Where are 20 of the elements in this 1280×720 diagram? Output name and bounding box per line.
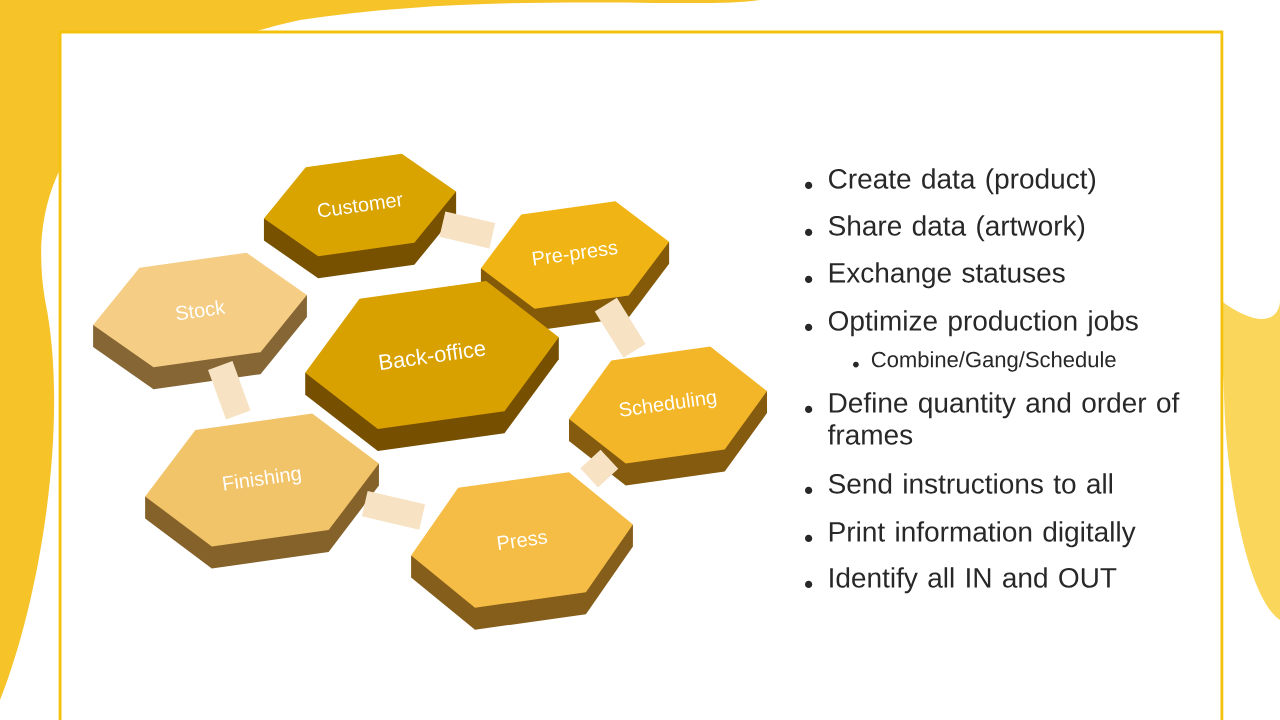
bullet-item: Define quantity and order of frames — [805, 392, 1180, 445]
connector-band — [580, 449, 619, 488]
bullet-item: Optimize production jobs — [805, 310, 1138, 337]
connector-band — [361, 491, 426, 530]
bullet-item: Send instructions to all — [805, 473, 1113, 494]
bullet-item: Exchange statuses — [805, 262, 1065, 289]
hexagon-tile: Scheduling — [569, 346, 767, 486]
hexagon-tile: Press — [411, 472, 633, 630]
connector-band — [594, 297, 646, 358]
hexagon-tile: Customer — [263, 153, 457, 279]
bullet-item: Combine/Gang/Schedule — [853, 351, 1116, 372]
bullet-item: Print information digitally — [805, 521, 1136, 548]
connector-band — [208, 361, 251, 420]
hexagon-tile: Pre-press — [480, 201, 670, 331]
bullet-item: Share data (artwork) — [805, 215, 1085, 242]
bullet-item: Create data (product) — [805, 168, 1096, 195]
hexagon-tile: Stock — [93, 252, 307, 390]
hexagon-tile: Finishing — [145, 413, 379, 569]
hexagon-tile: Back-office — [305, 280, 559, 452]
bullet-item: Identify all IN and OUT — [805, 567, 1117, 594]
